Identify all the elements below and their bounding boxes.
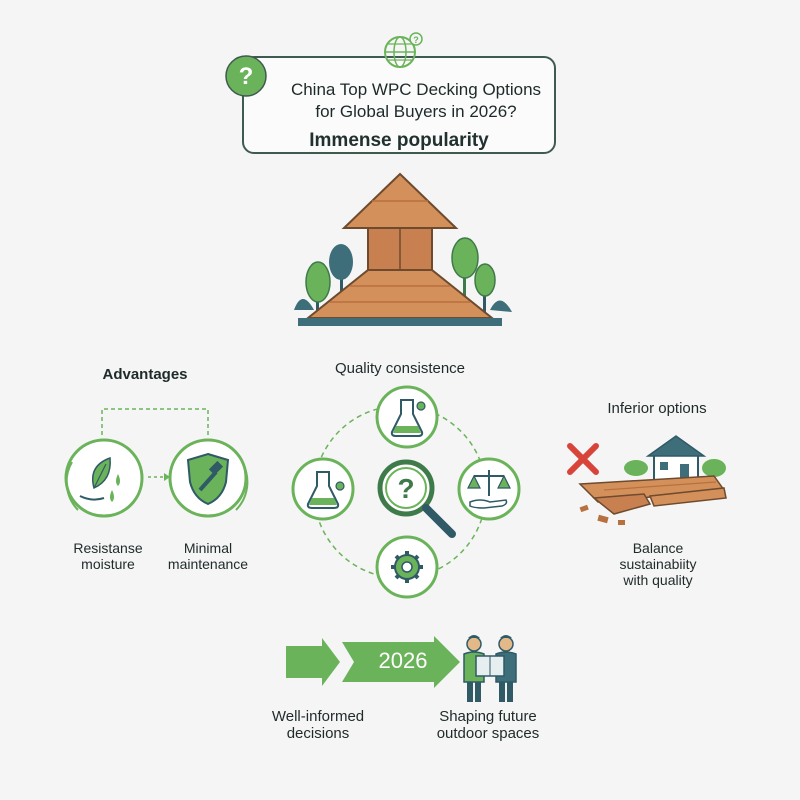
timeline-right-caption: Shaping future outdoor spaces [424,708,552,742]
svg-text:?: ? [397,473,414,504]
flask-icon-left [291,457,355,521]
advantage-1-line-1: Resistanse [73,540,143,556]
scales-hand-icon [457,457,521,521]
advantage-2-label: Minimal maintenance [158,540,258,572]
leaf-water-drop-icon [64,438,144,518]
inferior-heading: Inferior options [607,400,707,417]
advantage-1-label: Resistanse moisture [62,540,154,572]
magnifier-question-icon: ? [377,459,456,538]
green-arrow-icon [286,636,460,688]
title-line-2: for Global Buyers in 2026? [315,102,517,121]
red-x-icon [567,443,599,475]
question-mark-icon: ? [225,55,267,97]
title-line-1: China Top WPC Decking Options [290,80,542,99]
advantages-connector [101,408,209,481]
advantage-1-line-2: moisture [81,556,135,572]
flask-icon [375,385,439,449]
advantages-heading: Advantages [102,366,188,383]
svg-text:?: ? [239,63,254,90]
advantage-2-line-2: maintenance [167,556,249,572]
quality-heading: Quality consistence [334,360,466,377]
timeline-left-line-1: Well-informed [271,708,365,725]
globe-question-icon: ? [384,32,423,68]
timeline-year: 2026 [378,648,428,673]
timeline-left-caption: Well-informed decisions [258,708,378,742]
wooden-deck-pyramid-illustration [294,172,512,326]
inferior-line-2: sustainabiity [619,556,697,572]
gear-cycle-icon [375,535,439,599]
timeline-right-line-2: outdoor spaces [436,725,540,742]
timeline-right-line-1: Shaping future [439,708,537,725]
shield-hammer-icon [168,438,249,518]
title-box: China Top WPC Decking Options for Global… [242,56,556,154]
inferior-line-3: with quality [623,572,693,588]
timeline-left-line-2: decisions [286,725,350,742]
inferior-line-1: Balance [632,540,684,556]
advantage-2-line-1: Minimal [183,540,233,556]
broken-deck-house-illustration [578,435,727,525]
svg-text:?: ? [413,35,419,45]
two-people-map-icon [463,635,517,702]
inferior-caption: Balance sustainabiity with quality [598,540,718,588]
title-subtitle: Immense popularity [309,130,489,151]
